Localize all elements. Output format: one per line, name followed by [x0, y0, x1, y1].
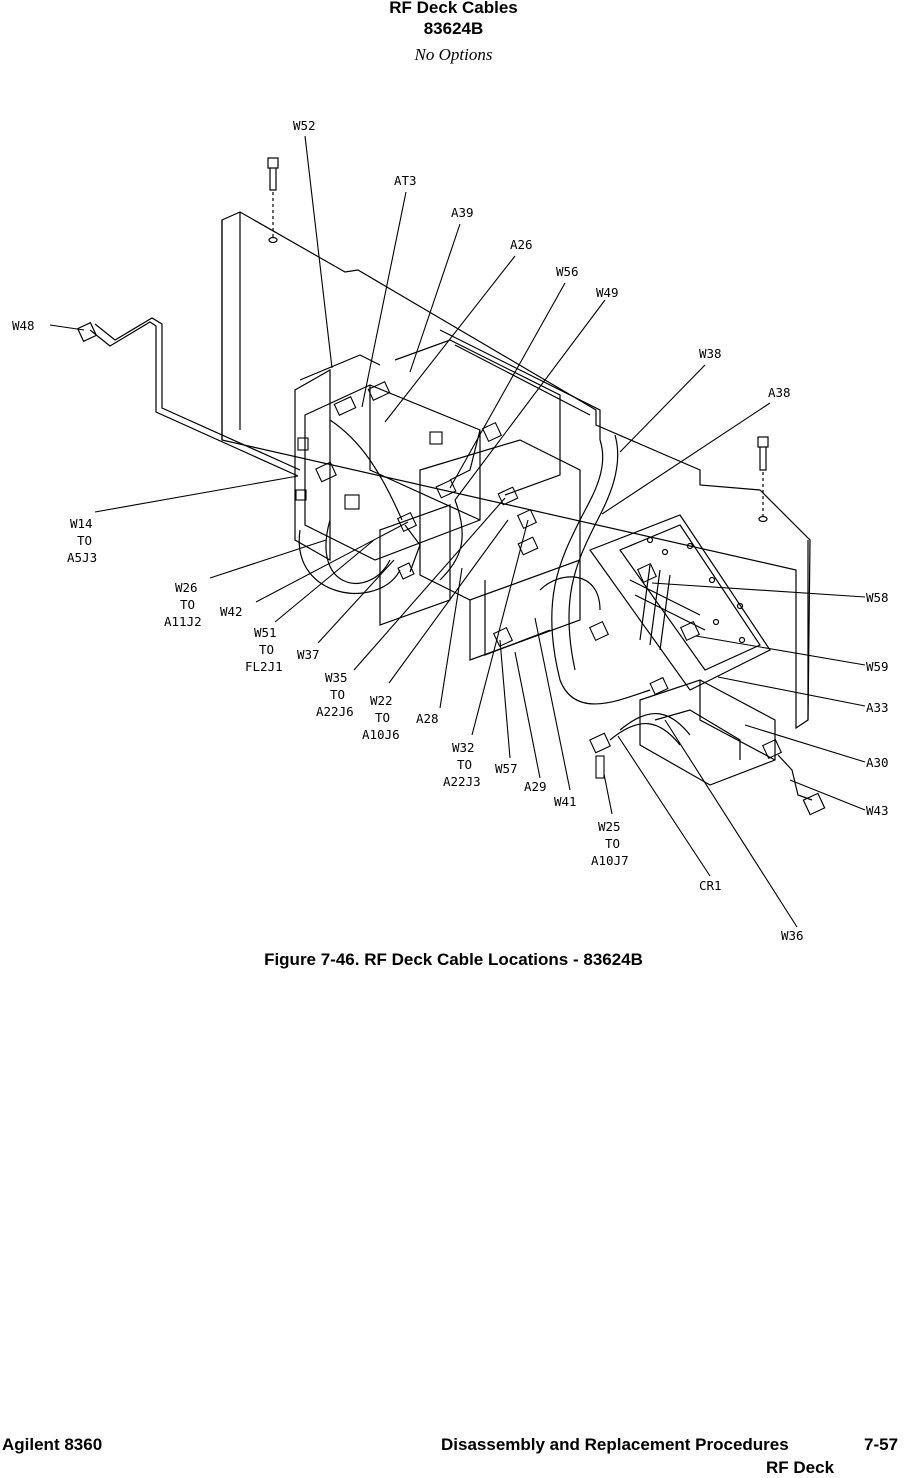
label-a38: A38 — [768, 385, 791, 400]
label-w35-2: TO — [330, 687, 345, 702]
label-a26: A26 — [510, 237, 533, 252]
label-a29: A29 — [524, 779, 547, 794]
label-w37: W37 — [297, 647, 320, 662]
label-w35-3: A22J6 — [316, 704, 354, 719]
label-w22-1: W22 — [370, 693, 393, 708]
screw-top — [267, 157, 279, 244]
label-w32-2: TO — [457, 757, 472, 772]
label-at3: AT3 — [394, 173, 417, 188]
label-w26-2: TO — [180, 597, 195, 612]
cable-w43 — [777, 754, 813, 801]
label-w42: W42 — [220, 604, 243, 619]
screw-right — [757, 436, 769, 523]
label-w22-2: TO — [375, 710, 390, 725]
label-a33: A33 — [866, 700, 889, 715]
options-note: No Options — [414, 45, 493, 64]
footer-manual-name: Agilent 8360 — [2, 1435, 103, 1454]
label-w43: W43 — [866, 803, 889, 818]
label-w14-2: TO — [77, 533, 92, 548]
label-w57: W57 — [495, 761, 518, 776]
label-w25-3: A10J7 — [591, 853, 629, 868]
label-w25-2: TO — [605, 836, 620, 851]
cable-w48 — [89, 321, 299, 477]
label-a39: A39 — [451, 205, 474, 220]
label-w14-1: W14 — [70, 516, 93, 531]
label-w59: W59 — [866, 659, 889, 674]
label-a30: A30 — [866, 755, 889, 770]
label-w58: W58 — [866, 590, 889, 605]
label-w14-3: A5J3 — [67, 550, 97, 565]
label-w56: W56 — [556, 264, 579, 279]
rf-deck-diagram: W52 AT3 A39 A26 W56 W49 W38 A38 W48 W14 … — [12, 118, 889, 943]
label-cr1: CR1 — [699, 878, 722, 893]
model-number: 83624B — [423, 19, 484, 38]
label-w22-3: A10J6 — [362, 727, 400, 742]
label-w38: W38 — [699, 346, 722, 361]
label-w48: W48 — [12, 318, 35, 333]
label-w32-1: W32 — [452, 740, 475, 755]
label-w36: W36 — [781, 928, 804, 943]
figure-caption: Figure 7-46. RF Deck Cable Locations - 8… — [264, 950, 643, 969]
page-title: RF Deck Cables — [389, 0, 518, 17]
label-w41: W41 — [554, 794, 577, 809]
label-w32-3: A22J3 — [443, 774, 481, 789]
deck-plate — [221, 211, 811, 730]
a33-board — [589, 514, 771, 691]
label-w51-3: FL2J1 — [245, 659, 283, 674]
ribbon-cable — [551, 439, 651, 705]
footer-subsection: RF Deck — [766, 1458, 835, 1477]
label-a28: A28 — [416, 711, 439, 726]
label-w49: W49 — [596, 285, 619, 300]
label-w26-1: W26 — [175, 580, 198, 595]
label-w26-3: A11J2 — [164, 614, 202, 629]
connectors — [295, 381, 783, 779]
label-w25-1: W25 — [598, 819, 621, 834]
a30-assembly — [639, 679, 776, 786]
label-w52: W52 — [293, 118, 316, 133]
left-bracket — [294, 368, 331, 562]
label-w51-1: W51 — [254, 625, 277, 640]
footer-section: Disassembly and Replacement Procedures — [441, 1435, 789, 1454]
footer-page-number: 7-57 — [864, 1435, 899, 1454]
label-w35-1: W35 — [325, 670, 348, 685]
label-w51-2: TO — [259, 642, 274, 657]
leader-lines — [49, 135, 866, 928]
